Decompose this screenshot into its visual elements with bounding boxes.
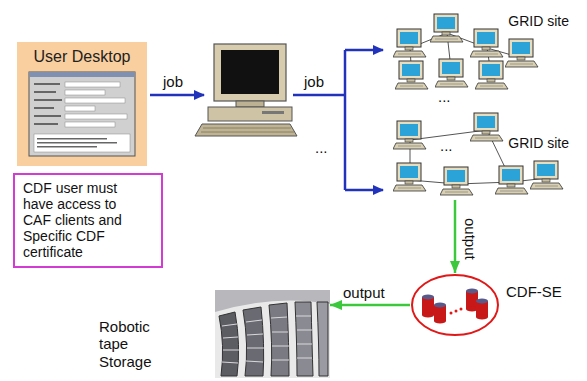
node-text: CDF-SE — [506, 283, 576, 300]
edge-label: output — [462, 218, 479, 260]
job-label: job — [304, 73, 324, 90]
gateway-computer — [195, 44, 297, 136]
grid-site: GRID site — [385, 110, 570, 200]
ellipsis: ... — [315, 139, 328, 156]
node-text: Robotic tape Storage — [99, 318, 163, 370]
node-text: CDF user must have access to CAF clients… — [23, 180, 145, 260]
output-arrow — [330, 304, 410, 307]
ellipsis: ... — [440, 137, 453, 154]
output-arrow — [454, 200, 457, 273]
desktop-box: User Desktop — [17, 42, 147, 166]
storage-element: CDF-SE — [410, 273, 500, 337]
grid-site: GRID site — [385, 8, 570, 93]
tape-library-photo — [215, 290, 330, 378]
job-arrows — [150, 50, 383, 190]
note-box: CDF user must have access to CAF clients… — [13, 173, 163, 268]
node-text: GRID site — [507, 135, 569, 151]
disk-cylinders — [422, 289, 488, 324]
storage-element — [410, 273, 500, 337]
ellipsis: ... — [438, 88, 451, 105]
edge-label: output — [343, 284, 385, 301]
tape-storage: Robotic tape Storage — [95, 285, 330, 378]
grid-computers — [385, 110, 570, 200]
job-label: job — [163, 73, 183, 90]
node-text: User Desktop — [17, 48, 147, 66]
node-text: GRID site — [507, 13, 569, 29]
